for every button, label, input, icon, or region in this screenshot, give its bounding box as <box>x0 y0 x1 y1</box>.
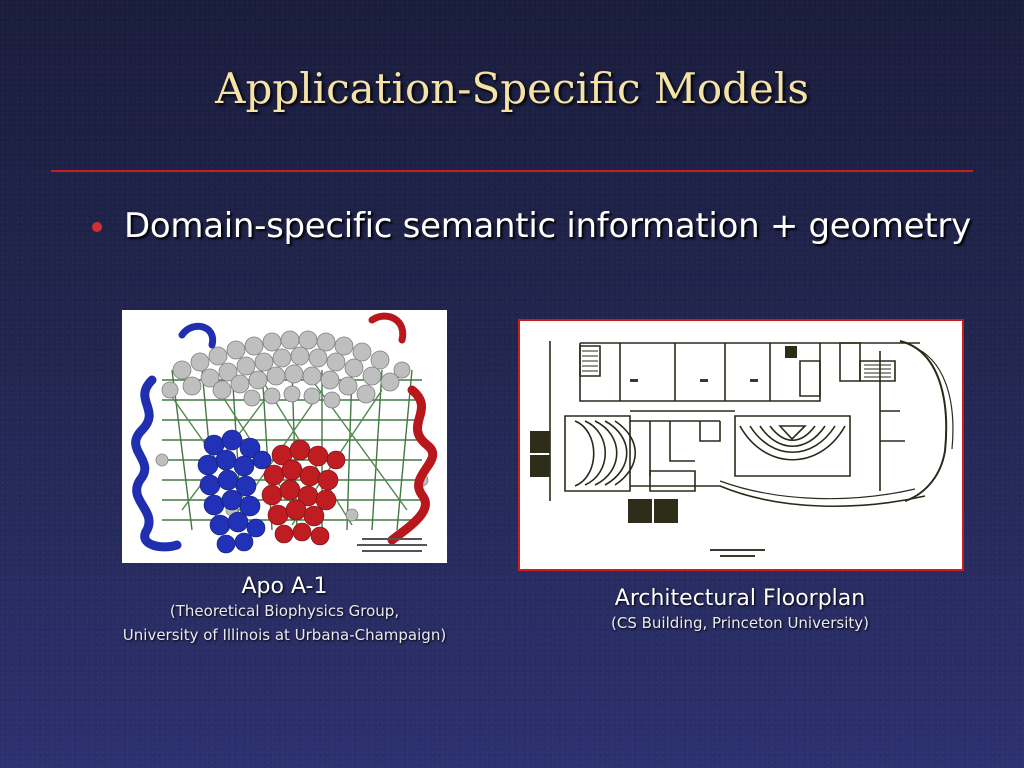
image-caption-marks <box>357 538 427 552</box>
protein-credit-line2: University of Illinois at Urbana-Champai… <box>122 626 447 644</box>
floorplan-walls <box>549 340 954 507</box>
protein-credit-line1: (Theoretical Biophysics Group, <box>169 602 400 620</box>
floorplan-image <box>518 319 964 571</box>
slide-title: Application-Specific Models <box>215 64 809 113</box>
protein-image <box>122 310 447 563</box>
protein-caption-group: Apo A-1 (Theoretical Biophysics Group, U… <box>72 574 497 647</box>
red-helix <box>368 312 438 545</box>
bullet-dot-icon <box>92 222 102 232</box>
blue-sphere-cluster <box>197 429 272 554</box>
red-sphere-cluster <box>261 439 346 546</box>
blue-helix <box>131 322 217 552</box>
bullet-item: Domain-specific semantic information + g… <box>92 206 971 246</box>
floorplan-drawing <box>530 340 954 557</box>
floorplan-credit: (CS Building, Princeton University) <box>611 614 869 632</box>
title-divider <box>51 170 973 172</box>
floorplan-caption-group: Architectural Floorplan (CS Building, Pr… <box>519 586 961 635</box>
floorplan-caption: Architectural Floorplan <box>614 586 866 611</box>
bullet-text: Domain-specific semantic information + g… <box>124 206 971 246</box>
floorplan-labels <box>630 379 765 557</box>
protein-caption: Apo A-1 <box>241 574 328 599</box>
protein-illustration <box>131 312 438 554</box>
floorplan-dark-blocks <box>530 346 797 523</box>
